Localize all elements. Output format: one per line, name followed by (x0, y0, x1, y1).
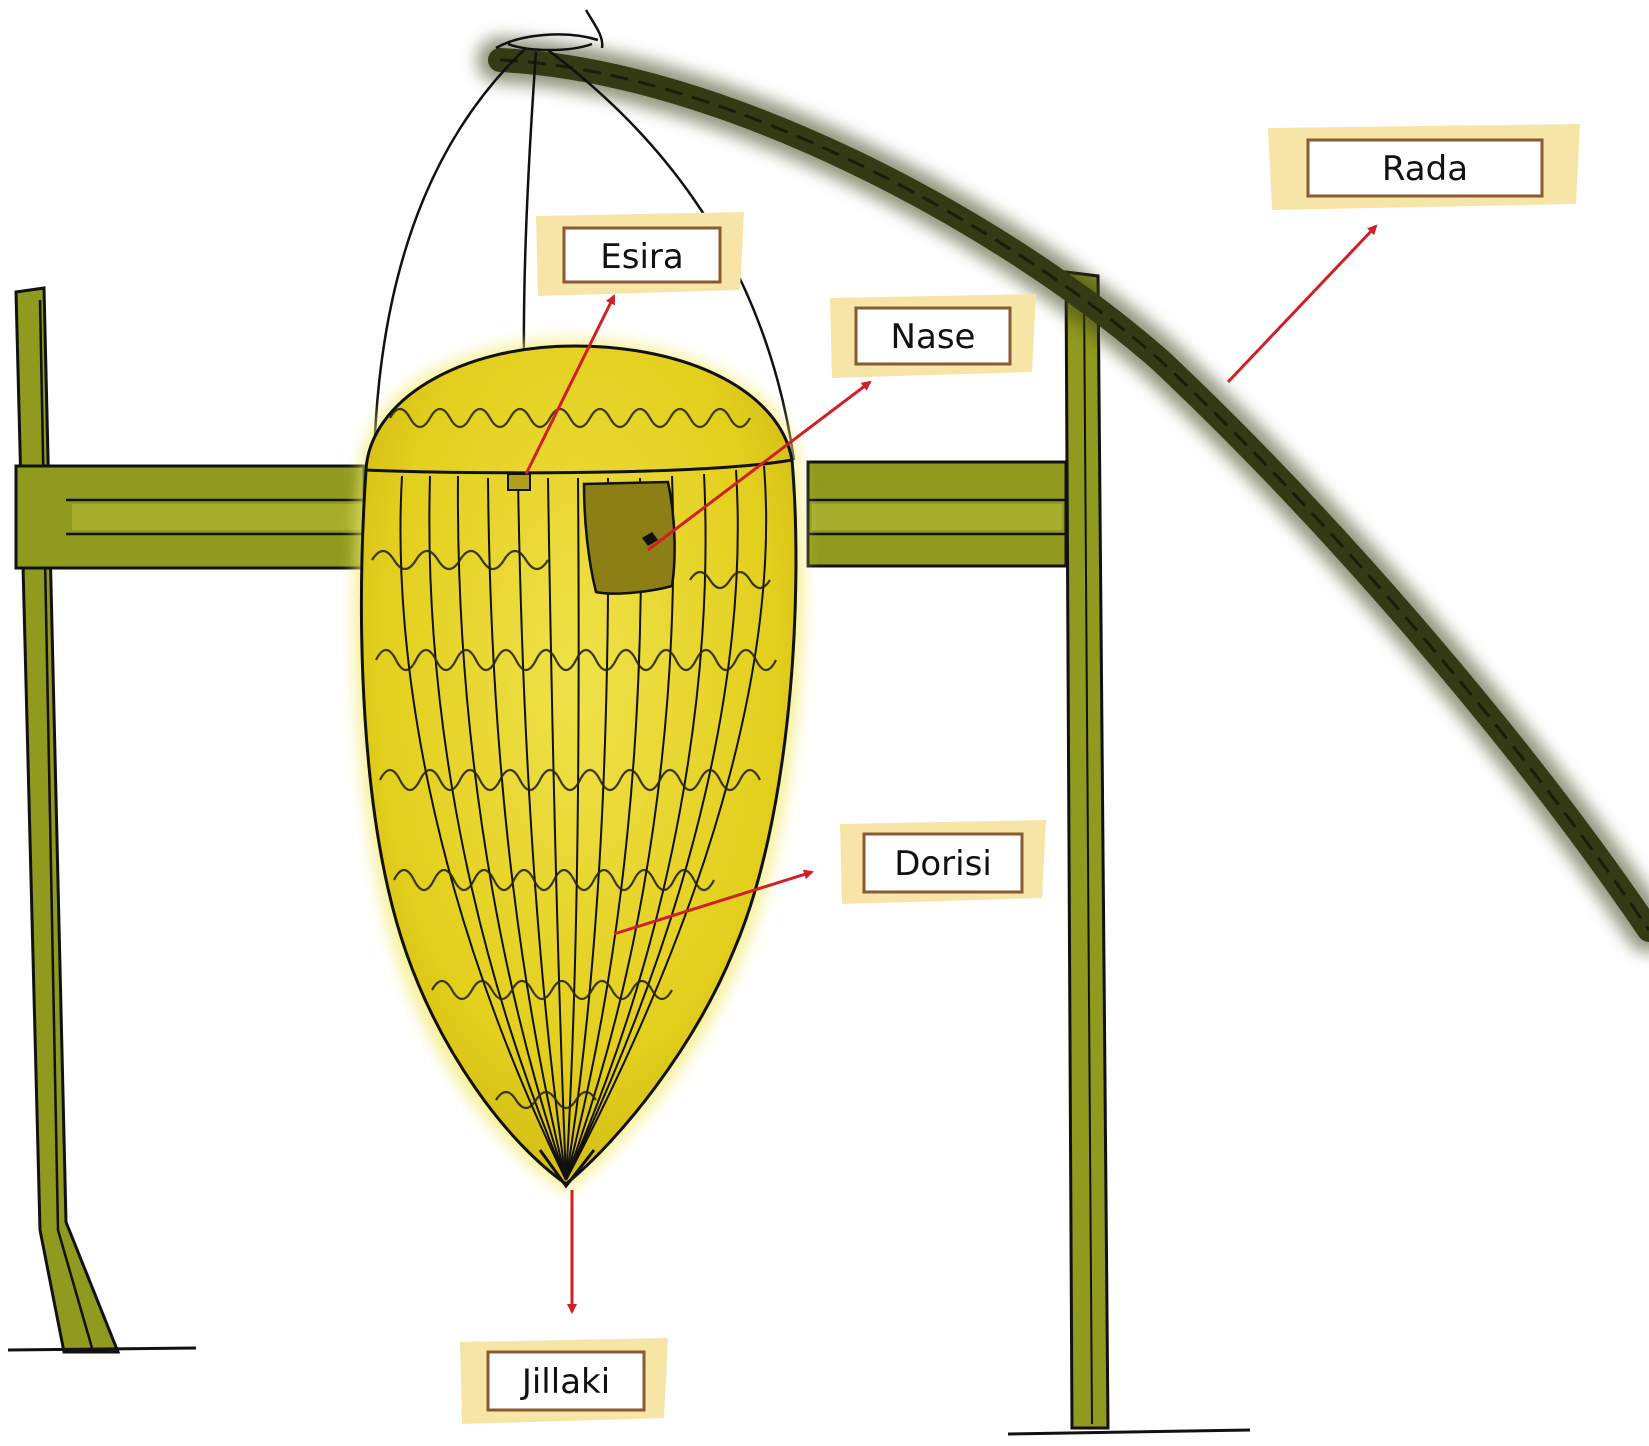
nase-pocket (584, 482, 675, 594)
label-esira-text: Esira (600, 237, 683, 277)
basket-hive (355, 340, 804, 1192)
label-jillaki-text: Jillaki (520, 1362, 610, 1402)
basket-tie (508, 474, 530, 490)
arrow-rada (1228, 226, 1376, 382)
label-nase-text: Nase (891, 317, 976, 357)
right-ground-line (1008, 1430, 1250, 1434)
label-esira: Esira (536, 212, 744, 296)
label-dorisi-text: Dorisi (894, 844, 992, 884)
right-crossbar (808, 462, 1066, 566)
label-dorisi: Dorisi (840, 820, 1046, 904)
left-ground-line (8, 1348, 196, 1350)
label-jillaki: Jillaki (460, 1338, 668, 1424)
label-rada-text: Rada (1382, 149, 1468, 189)
label-rada: Rada (1268, 124, 1580, 210)
left-crossbar (16, 466, 364, 568)
label-nase: Nase (830, 294, 1036, 378)
left-post (16, 288, 118, 1352)
